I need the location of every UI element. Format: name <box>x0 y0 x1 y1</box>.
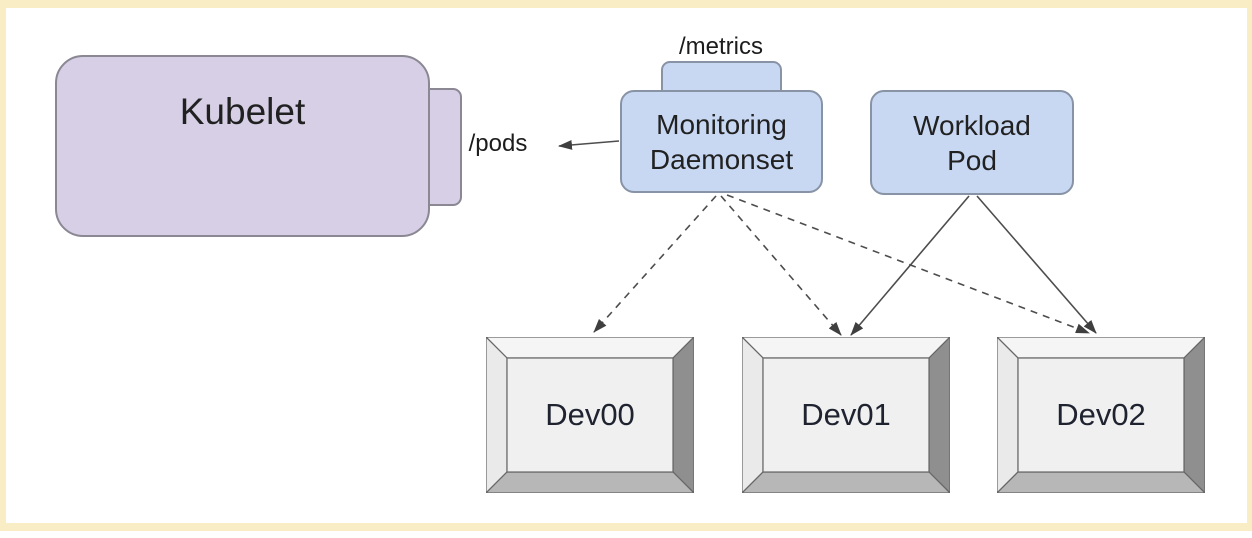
dev01-label: Dev01 <box>801 397 891 432</box>
edge-monitoring-pods <box>558 139 620 150</box>
node-dev01: Dev01 <box>742 337 950 493</box>
node-dev02: Dev02 <box>997 337 1205 493</box>
dev00-label: Dev00 <box>545 397 635 432</box>
workload-pod-label: Workload Pod <box>913 109 1031 176</box>
edge-workload-dev02 <box>976 195 1097 334</box>
dev02-label: Dev02 <box>1056 397 1146 432</box>
node-monitoring-daemonset: Monitoring Daemonset <box>620 90 823 193</box>
edge-monitoring-dev00 <box>593 195 717 333</box>
node-kubelet: Kubelet <box>55 55 430 237</box>
device-bevel <box>486 337 694 493</box>
edge-monitoring-dev01 <box>720 195 842 336</box>
pods-endpoint-label: /pods <box>468 130 528 157</box>
edge-monitoring-dev02 <box>726 194 1090 334</box>
node-workload-pod: Workload Pod <box>870 90 1074 195</box>
node-dev00: Dev00 <box>486 337 694 493</box>
metrics-endpoint-label: /metrics <box>679 33 763 60</box>
kubelet-label: Kubelet <box>179 91 306 132</box>
device-bevel <box>997 337 1205 493</box>
monitoring-daemonset-label: Monitoring Daemonset <box>649 108 794 175</box>
device-bevel <box>742 337 950 493</box>
edge-workload-dev01 <box>850 195 970 336</box>
